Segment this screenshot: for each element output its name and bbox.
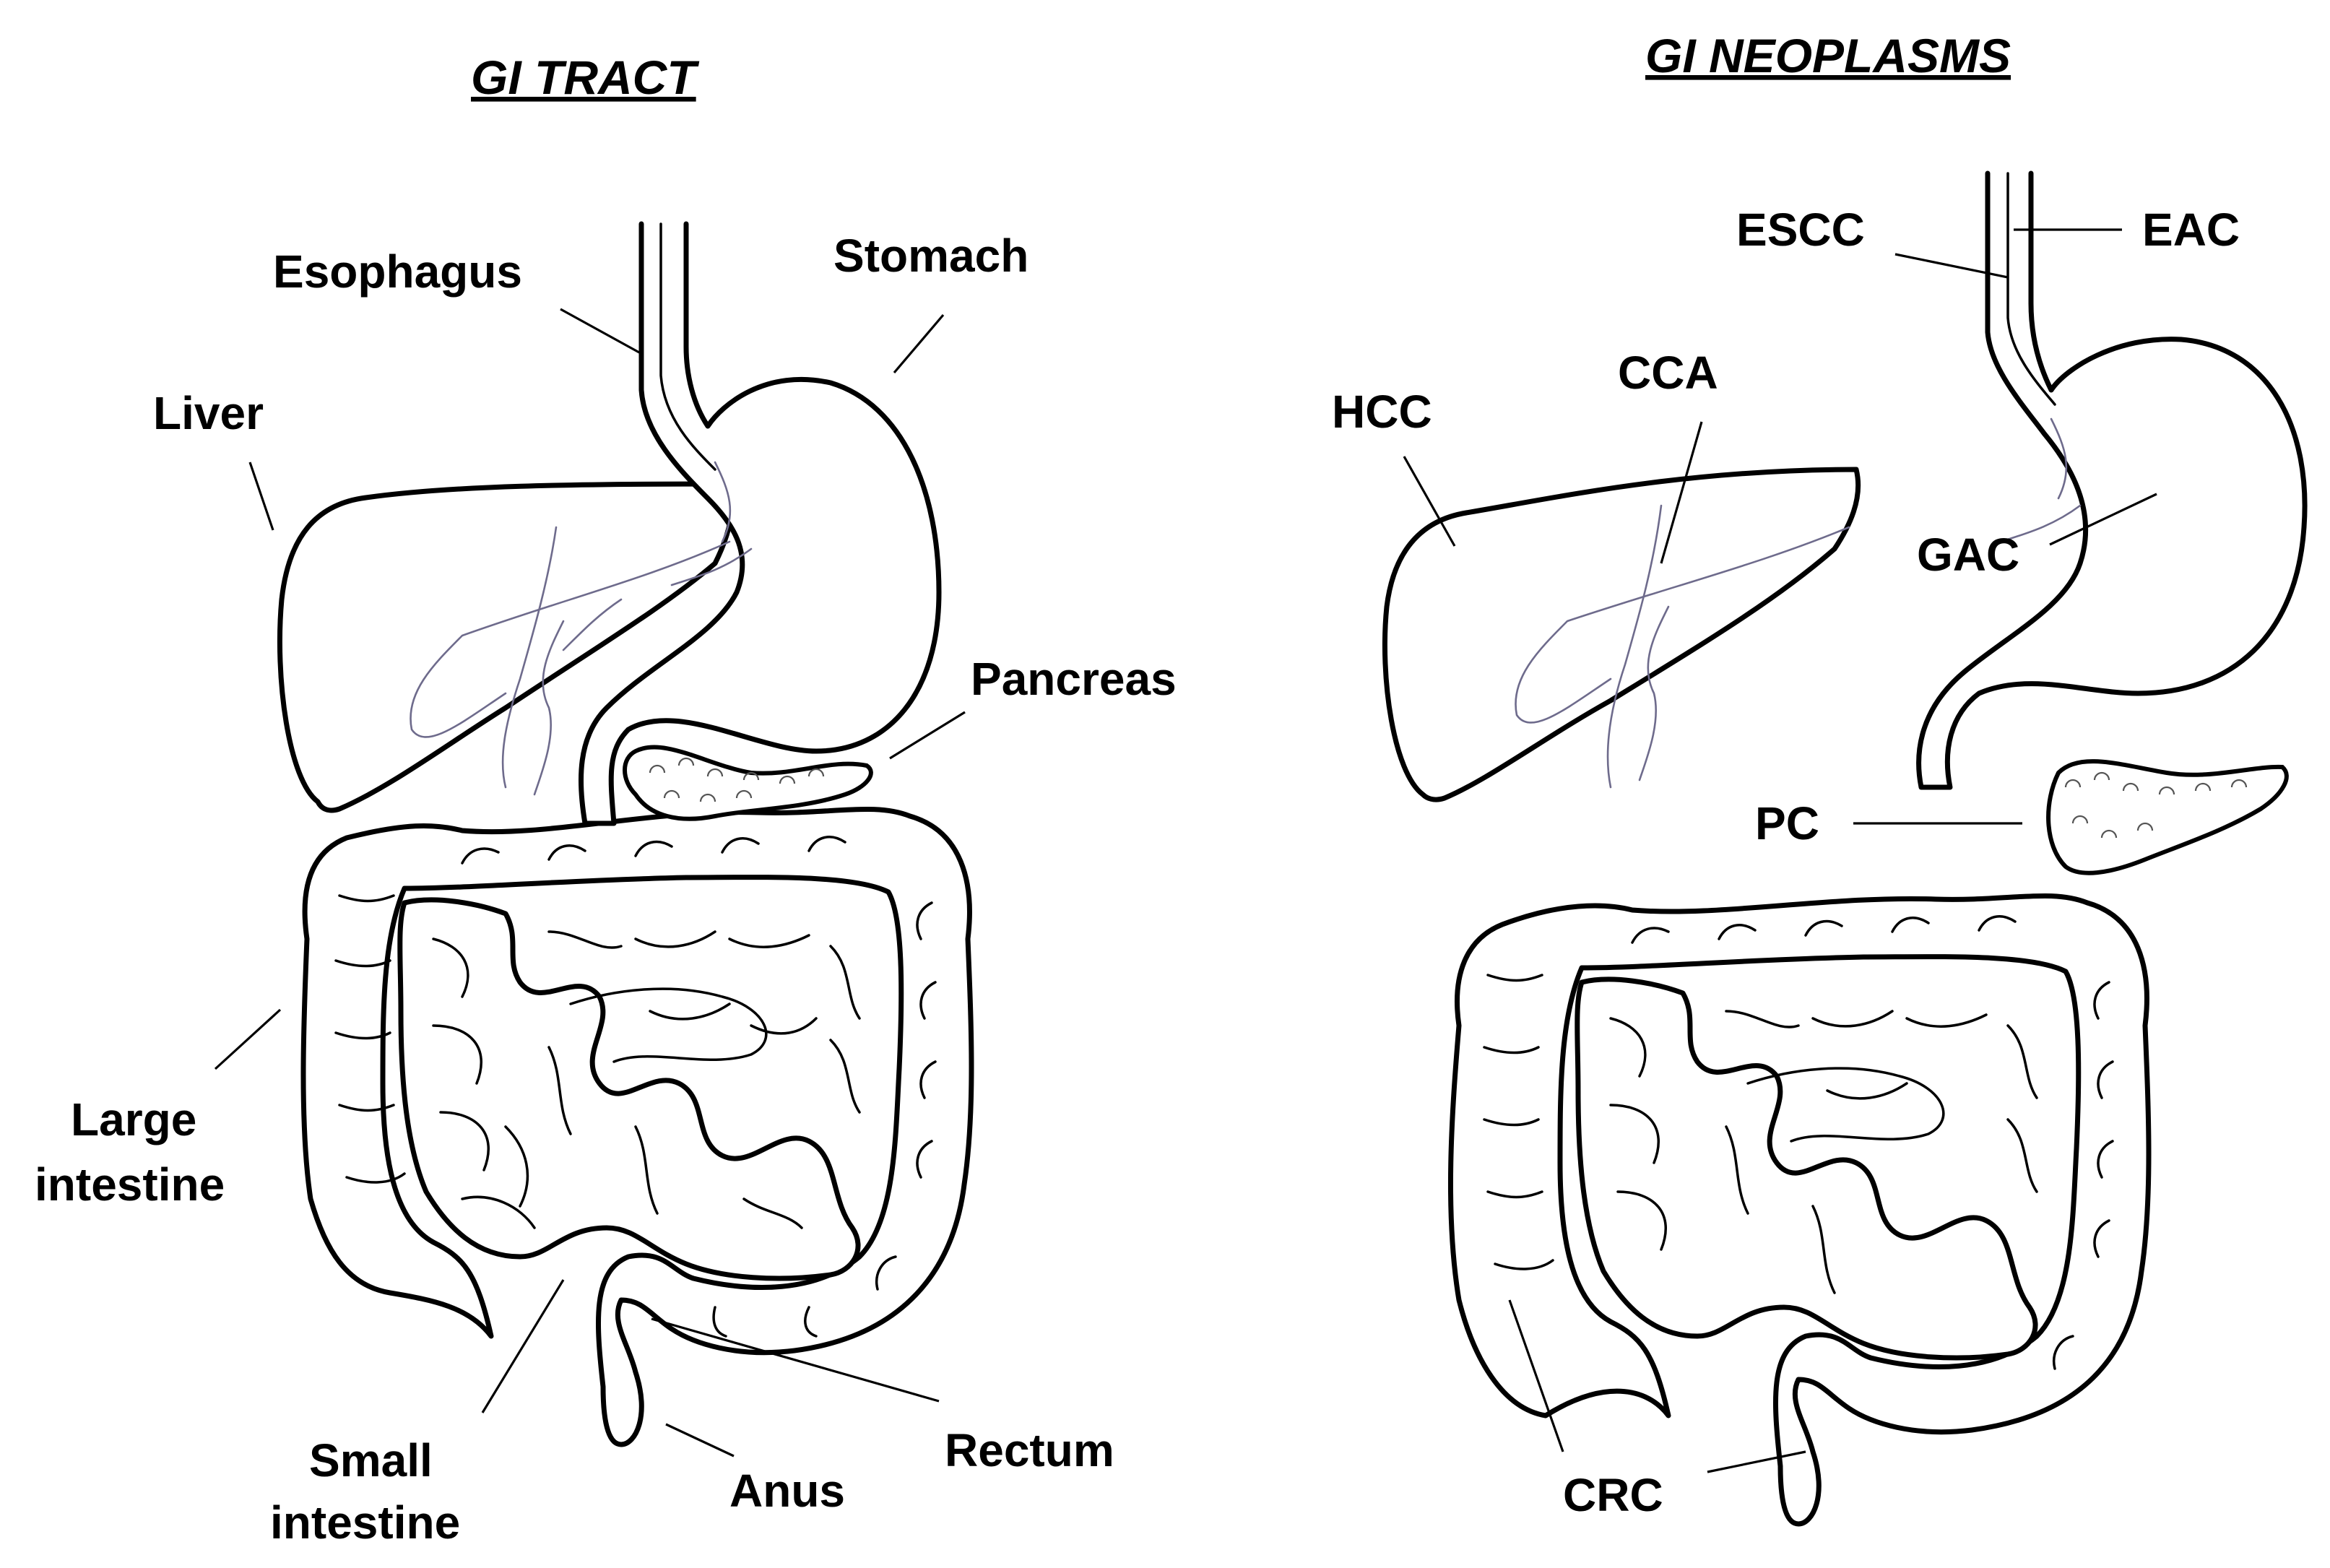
label-small-intestine-line2: intestine xyxy=(270,1496,460,1548)
label-eac: EAC xyxy=(2142,204,2240,256)
heading-gi-tract: GI TRACT xyxy=(471,51,699,104)
stomach-inner-fold xyxy=(659,222,716,471)
leader-crc-rectum xyxy=(1707,1450,1806,1473)
label-cca: CCA xyxy=(1618,347,1718,399)
pancreas-lobules-right xyxy=(2064,771,2248,839)
label-gac: GAC xyxy=(1917,529,2019,581)
label-liver: Liver xyxy=(153,387,264,439)
leader-cca xyxy=(1660,421,1703,564)
small-intestine-folds xyxy=(432,930,861,1229)
label-stomach: Stomach xyxy=(833,230,1028,282)
colon-haustra-right xyxy=(1483,915,2114,1370)
leader-small-intestine xyxy=(481,1279,565,1413)
liver-vessels-right xyxy=(1515,504,1850,789)
label-anus: Anus xyxy=(729,1465,845,1517)
label-crc: CRC xyxy=(1563,1469,1663,1521)
stomach-inner-fold-right xyxy=(2006,172,2056,406)
small-intestine-shape-right xyxy=(1575,976,2038,1361)
leader-hcc xyxy=(1403,456,1456,547)
large-intestine-shape xyxy=(300,806,974,1447)
large-intestine-shape-right xyxy=(1447,893,2152,1527)
stomach-shape xyxy=(578,221,942,826)
pancreas-shape xyxy=(623,745,873,821)
liver-vessels xyxy=(410,526,731,796)
small-intestine-folds-right xyxy=(1609,1010,2038,1294)
gi-neoplasms-panel: GI NEOPLASMS ESCC EAC HCC CCA GAC xyxy=(1332,29,2308,1527)
leader-esophagus xyxy=(560,308,640,354)
leader-escc xyxy=(1894,253,2009,279)
pancreas-shape-right xyxy=(2046,759,2289,875)
label-large-intestine-line1: Large xyxy=(71,1093,196,1145)
label-rectum: Rectum xyxy=(945,1424,1114,1476)
small-intestine-shape xyxy=(397,897,861,1281)
label-pancreas: Pancreas xyxy=(971,653,1177,705)
leader-crc xyxy=(1508,1299,1564,1452)
leader-anus xyxy=(665,1423,735,1457)
stomach-vessels xyxy=(670,461,753,586)
small-intestine-loop-right xyxy=(1746,1067,1945,1143)
gi-tract-panel: GI TRACT Esophagus Stomach Liver xyxy=(35,51,1177,1548)
colon-haustra xyxy=(334,836,937,1338)
leader-gac xyxy=(2049,493,2157,546)
pancreas-lobules xyxy=(649,757,825,802)
leader-rectum xyxy=(651,1317,940,1403)
leader-large-intestine xyxy=(214,1008,282,1070)
label-esophagus: Esophagus xyxy=(273,246,522,298)
stomach-vessels-right xyxy=(1999,417,2082,543)
leader-liver xyxy=(248,462,274,531)
stomach-shape-right xyxy=(1916,170,2308,790)
liver-shape-right xyxy=(1382,467,1861,802)
small-intestine-loop xyxy=(569,987,768,1063)
heading-gi-neoplasms: GI NEOPLASMS xyxy=(1645,29,2011,82)
label-pc: PC xyxy=(1755,797,1819,849)
label-hcc: HCC xyxy=(1332,386,1432,438)
leader-pancreas xyxy=(889,711,966,760)
leader-stomach xyxy=(893,313,945,374)
label-escc: ESCC xyxy=(1736,204,1865,256)
label-small-intestine-line1: Small xyxy=(309,1434,433,1486)
label-large-intestine-line2: intestine xyxy=(35,1158,225,1210)
